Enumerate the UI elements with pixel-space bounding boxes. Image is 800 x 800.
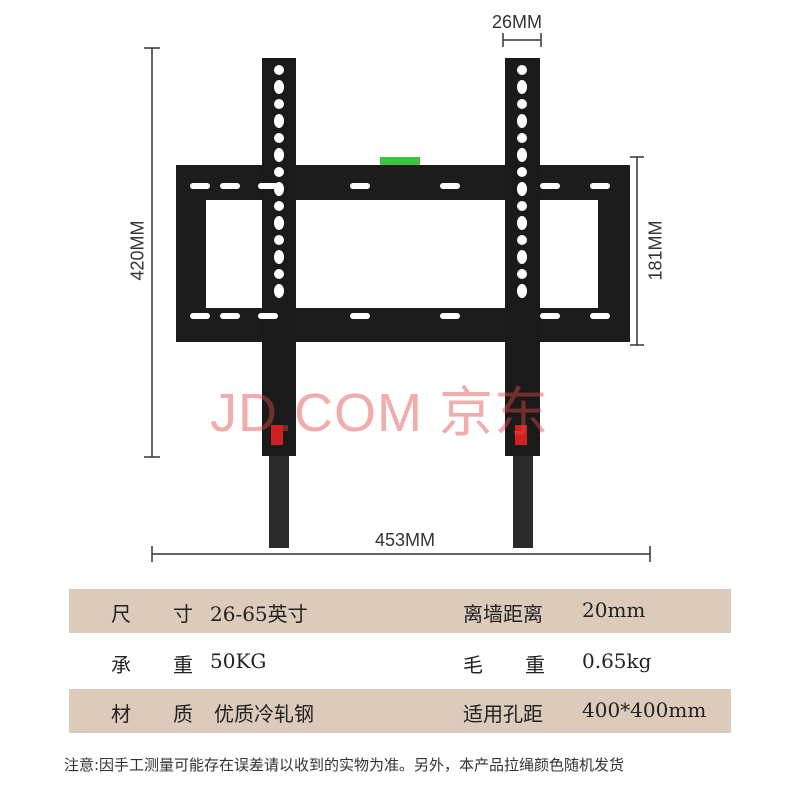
frame-slot	[190, 183, 210, 189]
mount-hole	[517, 216, 527, 230]
mount-hole	[517, 167, 527, 177]
mount-hole	[274, 235, 284, 245]
vertical-arms	[262, 58, 540, 548]
mount-hole	[274, 148, 284, 162]
bracket-frame	[176, 157, 630, 342]
frame-slot	[540, 183, 560, 189]
frame-slot	[258, 313, 278, 319]
bar-width-dimension: 26MM	[492, 12, 543, 32]
frame-slot	[258, 183, 278, 189]
mount-hole	[517, 284, 527, 298]
mount-hole	[517, 148, 527, 162]
spec-row: 材 质 优质冷轧钢 适用孔距 400*400mm	[69, 689, 731, 733]
mount-hole	[274, 269, 284, 279]
dimension-lines	[144, 33, 651, 562]
frame-slot	[350, 313, 370, 319]
level-bubble	[380, 157, 420, 165]
spec-label: 离墙距离	[463, 602, 543, 626]
spec-label: 重	[173, 653, 193, 677]
mount-hole	[517, 235, 527, 245]
spec-value: 400*400mm	[582, 698, 707, 722]
mount-hole	[517, 114, 527, 128]
frame-slot	[590, 183, 610, 189]
spec-label: 材	[111, 702, 131, 726]
frame-slot	[220, 183, 240, 189]
mount-hole	[274, 201, 284, 211]
spec-row: 承 重 50KG 毛 重 0.65kg	[69, 640, 731, 684]
mount-hole	[274, 99, 284, 109]
mount-hole	[517, 201, 527, 211]
spec-label: 承	[111, 653, 131, 677]
watermark: JD.COM 京东	[210, 383, 549, 443]
frame-height-dimension: 181MM	[645, 220, 666, 281]
mount-hole	[274, 65, 284, 75]
mount-hole	[517, 182, 527, 196]
spec-value: 20mm	[582, 598, 646, 622]
spec-label: 毛	[463, 653, 483, 677]
height-dimension: 420MM	[127, 220, 148, 281]
mount-hole	[274, 250, 284, 264]
mount-hole	[517, 65, 527, 75]
measurement-note: 注意:因手工测量可能存在误差请以收到的实物为准。另外，本产品拉绳颜色随机发货	[64, 756, 625, 774]
frame-slot	[540, 313, 560, 319]
frame-slot	[440, 183, 460, 189]
spec-label: 重	[525, 653, 545, 677]
mount-hole	[274, 284, 284, 298]
mount-hole	[274, 114, 284, 128]
spec-value: 优质冷轧钢	[214, 702, 314, 726]
mount-hole	[274, 216, 284, 230]
spec-label: 质	[173, 702, 193, 726]
frame-slot	[440, 313, 460, 319]
mount-hole	[517, 80, 527, 94]
mount-hole	[517, 250, 527, 264]
mount-hole	[274, 80, 284, 94]
spec-label: 寸	[173, 602, 193, 626]
spec-value: 0.65kg	[582, 649, 652, 673]
spec-row: 尺 寸 26-65英寸 离墙距离 20mm	[69, 589, 731, 633]
mount-hole	[274, 133, 284, 143]
mount-hole	[517, 133, 527, 143]
width-dimension: 453MM	[375, 530, 436, 550]
frame-slot	[190, 313, 210, 319]
spec-label: 适用孔距	[463, 702, 543, 726]
spec-value: 50KG	[210, 649, 267, 673]
mount-hole	[274, 167, 284, 177]
frame-slot	[350, 183, 370, 189]
frame-slot	[220, 313, 240, 319]
tv-bracket-illustration	[144, 33, 651, 562]
frame-slot	[590, 313, 610, 319]
mount-hole	[517, 99, 527, 109]
mount-hole	[517, 269, 527, 279]
spec-value: 26-65英寸	[210, 602, 308, 626]
spec-label: 尺	[111, 602, 131, 626]
